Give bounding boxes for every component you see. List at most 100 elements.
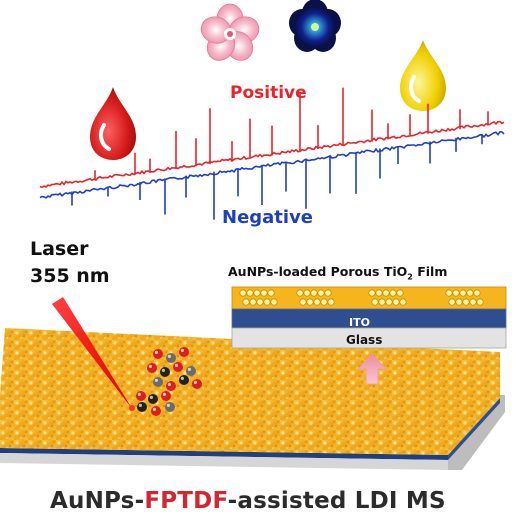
atom-highlight (138, 403, 142, 407)
molecule-atom (179, 375, 189, 385)
aunp-particle (263, 298, 271, 306)
molecule-atom (153, 377, 163, 387)
aunp-particle (253, 289, 261, 297)
aunp-particle (260, 289, 268, 297)
atom-highlight (180, 376, 184, 380)
dark-flower-icon (289, 0, 341, 52)
atom-highlight (148, 364, 152, 368)
molecule-atom (147, 363, 157, 373)
molecule-atom (148, 394, 158, 404)
aunps-fptdf-substrate (0, 328, 505, 470)
film-title-prefix: AuNPs-loaded Porous TiO (228, 264, 408, 279)
atom-highlight (152, 407, 156, 411)
aunp-particle (270, 298, 278, 306)
figure-title-part2: FPTDF (144, 488, 228, 514)
molecule-atom (161, 391, 171, 401)
figure-title-part1: AuNPs- (50, 488, 145, 514)
figure-title-part3: -assisted LDI MS (227, 488, 446, 514)
aunp-particle (239, 289, 247, 297)
molecule-atom (173, 362, 183, 372)
aunp-particle (299, 298, 307, 306)
up-arrow-icon (357, 353, 387, 385)
atom-highlight (187, 367, 191, 371)
aunp-particle (378, 298, 386, 306)
molecule-atom (186, 366, 196, 376)
molecule-atom (160, 367, 170, 377)
film-title-suffix: Film (412, 264, 448, 279)
molecule-atom (192, 379, 202, 389)
aunp-particle (267, 289, 275, 297)
aunp-particle (303, 289, 311, 297)
molecule-atom (137, 402, 147, 412)
aunp-particle (320, 298, 328, 306)
aunp-particle (296, 289, 304, 297)
aunp-particle (306, 298, 314, 306)
aunp-particle (256, 298, 264, 306)
aunp-particle (392, 298, 400, 306)
molecule-atom (153, 349, 163, 359)
molecule-atom (151, 406, 161, 416)
aunp-particle (452, 289, 460, 297)
laser-wavelength-label: 355 nm (30, 265, 110, 287)
figure-title: AuNPs-FPTDF-assisted LDI MS (50, 488, 446, 514)
laser-label-line1: Laser (30, 238, 89, 260)
aunp-particle (399, 298, 407, 306)
atom-highlight (149, 395, 153, 399)
substrate-ito-edge (0, 448, 448, 460)
aunp-particle (246, 289, 254, 297)
aunp-particle (371, 298, 379, 306)
aunp-particle (445, 289, 453, 297)
aunp-particle (382, 289, 390, 297)
aunp-particle (324, 289, 332, 297)
molecule-atom (166, 353, 176, 363)
negative-mode-label: Negative (222, 207, 314, 228)
aunp-particle (396, 289, 404, 297)
molecule-cluster-icon (136, 347, 202, 416)
molecule-atom (136, 391, 146, 401)
aunp-particle (310, 289, 318, 297)
glass-label: Glass (346, 333, 383, 347)
aunp-particle (327, 298, 335, 306)
negative-spectrum-trace (39, 130, 505, 199)
film-layer-stack (231, 286, 507, 349)
aunp-particle (389, 289, 397, 297)
atom-highlight (167, 382, 171, 386)
atom-highlight (162, 392, 166, 396)
atom-highlight (154, 350, 158, 354)
laser-beam-icon (52, 297, 135, 411)
aunp-particle (459, 289, 467, 297)
red-blood-drop-icon (90, 87, 136, 160)
mass-spectra (39, 87, 505, 220)
substrate-glass-edge (0, 453, 448, 470)
film-title-subscript: 2 (407, 272, 413, 282)
atom-highlight (193, 380, 197, 384)
aunp-particles (239, 289, 484, 306)
atom-highlight (167, 354, 171, 358)
atom-highlight (180, 348, 184, 352)
atom-highlight (154, 378, 158, 382)
molecule-atom (166, 381, 176, 391)
aunp-particle (242, 298, 250, 306)
molecule-atom (179, 347, 189, 357)
aunp-particle (462, 298, 470, 306)
atom-highlight (137, 392, 141, 396)
aunp-particle (469, 298, 477, 306)
laser-label: Laser 355 nm (30, 236, 110, 290)
ito-label: ITO (349, 316, 370, 329)
aunp-particle (455, 298, 463, 306)
aunp-particle (385, 298, 393, 306)
aunp-particle (375, 289, 383, 297)
atom-highlight (161, 368, 165, 372)
aunp-particle (466, 289, 474, 297)
pink-flower-icon (200, 3, 260, 61)
yellow-oil-drop-icon (400, 40, 446, 111)
molecule-atom (165, 402, 175, 412)
aunp-particle (368, 289, 376, 297)
atom-highlight (174, 363, 178, 367)
aunp-particle (249, 298, 257, 306)
aunp-particle (476, 298, 484, 306)
glass-layer (231, 327, 507, 349)
film-title-label: AuNPs-loaded Porous TiO2 Film (228, 264, 447, 282)
